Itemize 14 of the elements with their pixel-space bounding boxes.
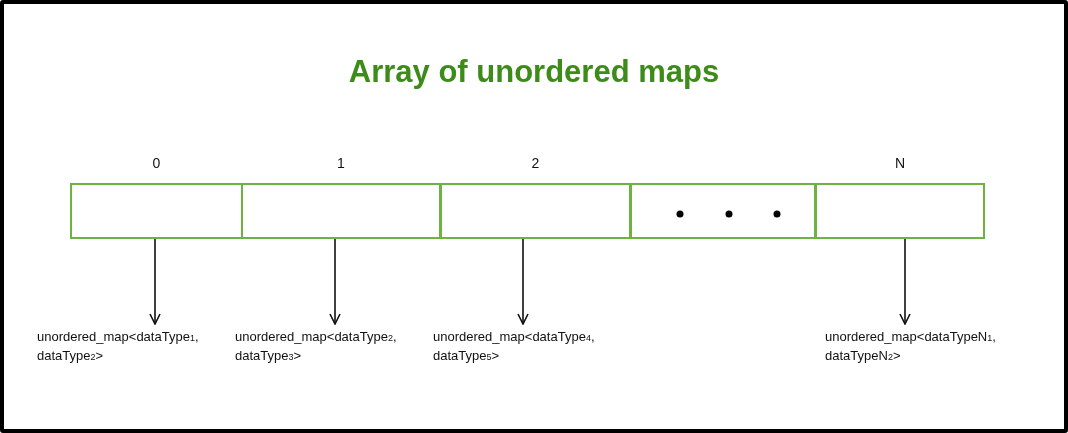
arrow xyxy=(149,238,161,325)
index-label: N xyxy=(894,155,906,171)
index-label: 1 xyxy=(337,155,345,171)
diagram-title: Array of unordered maps xyxy=(347,54,721,90)
array-cell xyxy=(440,183,631,239)
arrow xyxy=(329,238,341,325)
arrow xyxy=(517,238,529,325)
arrow xyxy=(899,238,911,325)
array-cell xyxy=(70,183,243,239)
array-cell xyxy=(815,183,985,239)
index-label: 2 xyxy=(531,155,540,171)
array-cell xyxy=(630,183,816,239)
index-label: 0 xyxy=(152,155,161,171)
array-cell xyxy=(241,183,441,239)
